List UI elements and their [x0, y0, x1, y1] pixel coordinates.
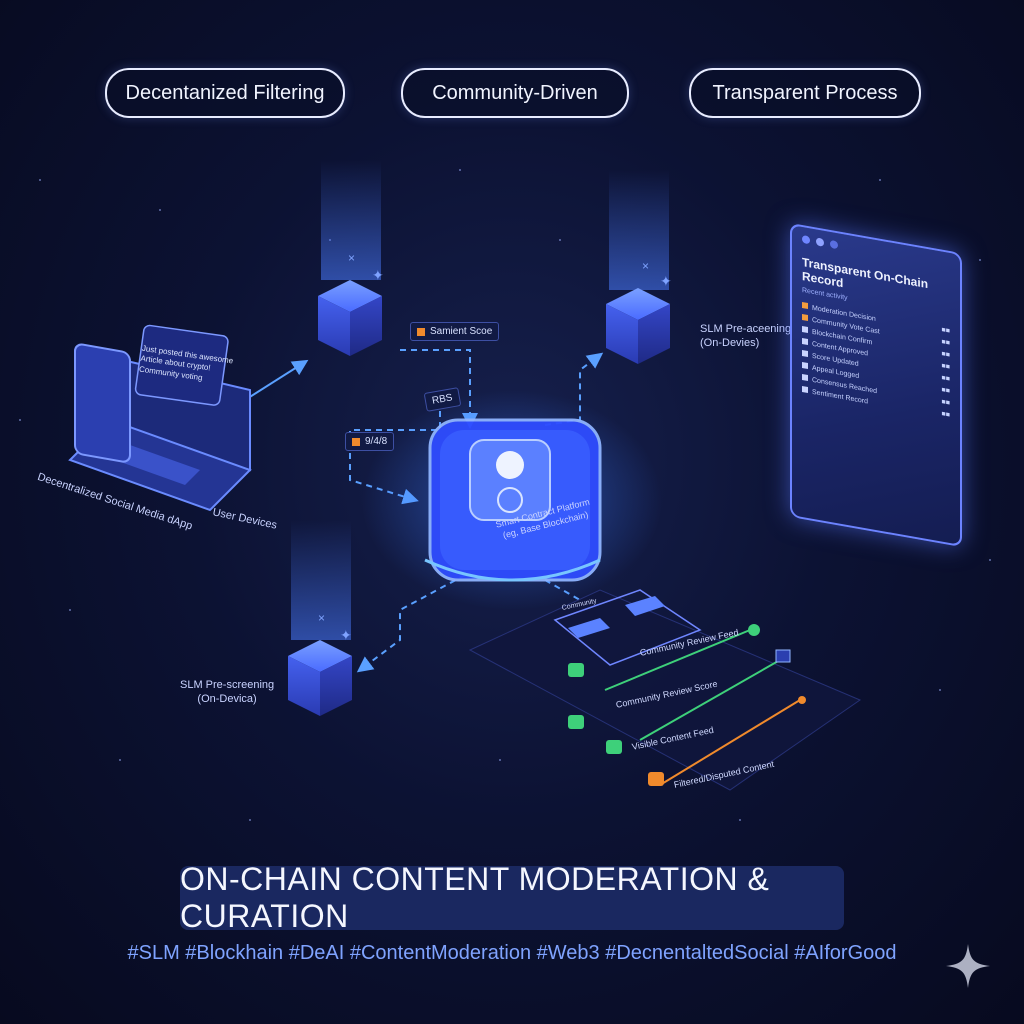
smart-contract-platform	[362, 390, 662, 610]
svg-text:×: ×	[318, 611, 325, 625]
hashtags: #SLM #Blockhain #DeAI #ContentModeration…	[127, 942, 897, 964]
device-arrow	[244, 359, 309, 401]
slm-cube-top-right: × ✦	[606, 170, 672, 364]
dot-icon	[816, 237, 824, 247]
pill-transparent-process: Transparent Process	[689, 68, 921, 118]
tag-small-1-text: 9/4/8	[365, 436, 388, 447]
svg-text:✦: ✦	[660, 273, 672, 289]
dot-icon	[802, 234, 810, 245]
label-slm-top-right: SLM Pre-aceening (On-Devies)	[700, 323, 792, 350]
tag-small-1: 9/4/8	[345, 432, 395, 451]
flag-icon	[352, 437, 360, 446]
sentiment-icon	[417, 327, 425, 336]
tag-small-2-text: RBS	[431, 392, 454, 407]
tag-sentiment-score: Samient Scoe	[410, 322, 500, 341]
svg-text:✦: ✦	[340, 627, 352, 643]
on-chain-record-panel: Transparent On-Chain Record Recent activ…	[790, 222, 962, 548]
label-slm-bottom-left: SLM Pre-screening (On-Devica)	[180, 679, 275, 706]
slm-cube-bottom-left: × ✦	[288, 520, 352, 716]
pill-community-driven: Community-Driven	[401, 68, 629, 118]
user-devices-illustration	[68, 324, 252, 512]
pill-decentralized-filtering: Decentanized Filtering	[105, 68, 345, 118]
sparkle-icon	[946, 944, 990, 988]
dot-icon	[830, 239, 838, 250]
svg-text:×: ×	[348, 251, 355, 265]
slm-cube-top-left: × ✦	[318, 160, 384, 356]
svg-text:×: ×	[642, 259, 649, 273]
svg-text:✦: ✦	[372, 267, 384, 283]
main-title: ON-CHAIN CONTENT MODERATION & CURATION	[180, 861, 844, 934]
sentiment-text: Samient Scoe	[430, 326, 493, 337]
community-review-plane	[468, 589, 862, 791]
background-stars	[19, 169, 991, 821]
